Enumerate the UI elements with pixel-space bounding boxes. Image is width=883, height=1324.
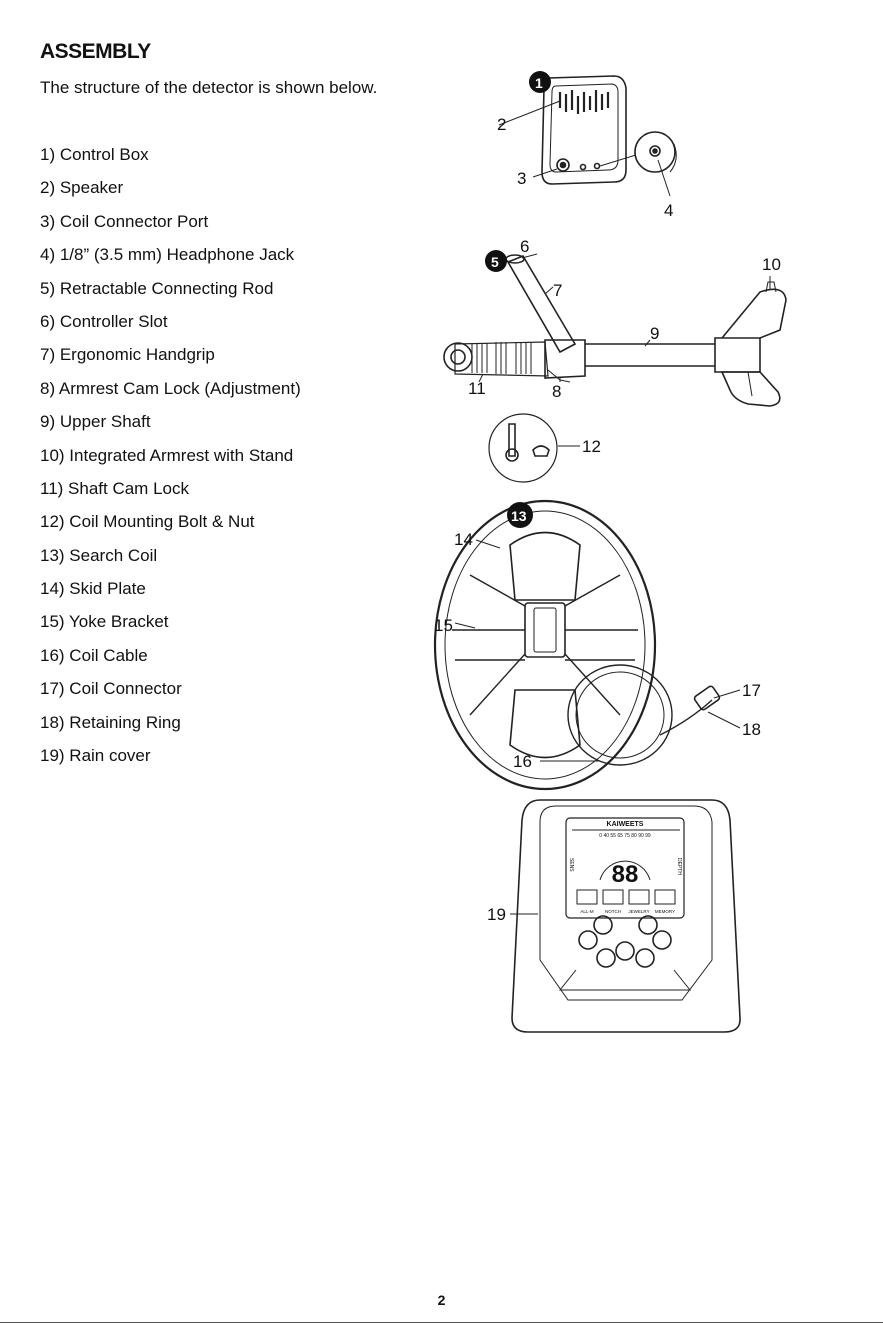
list-item: 12) Coil Mounting Bolt & Nut xyxy=(40,512,255,532)
list-item: 18) Retaining Ring xyxy=(40,712,181,732)
callout-17: 17 xyxy=(742,681,761,700)
list-item: 5) Retractable Connecting Rod xyxy=(40,278,274,298)
list-item: 4) 1/8” (3.5 mm) Headphone Jack xyxy=(40,245,295,265)
mode-label: MEMORY xyxy=(655,909,675,914)
bolt-nut-illustration xyxy=(488,413,580,483)
callout-11: 11 xyxy=(468,379,486,398)
depth-label: DEPTH xyxy=(676,858,682,875)
list-item: 2) Speaker xyxy=(40,178,124,198)
callout-12: 12 xyxy=(582,437,601,456)
list-item: 14) Skid Plate xyxy=(40,579,146,599)
callout-15: 15 xyxy=(434,616,453,635)
list-item: 11) Shaft Cam Lock xyxy=(40,478,189,498)
callout-9: 9 xyxy=(650,324,659,343)
callout-7: 7 xyxy=(553,281,562,300)
callout-1: 1 xyxy=(535,75,543,91)
mode-label: JEWELRY xyxy=(628,909,649,914)
list-item: 9) Upper Shaft xyxy=(40,412,151,432)
footer-divider xyxy=(0,1322,883,1323)
control-box-illustration xyxy=(498,71,677,197)
brand-logo: KAIWEETS xyxy=(607,821,644,828)
callout-6: 6 xyxy=(520,237,529,256)
callout-18: 18 xyxy=(742,720,761,739)
list-item: 7) Ergonomic Handgrip xyxy=(40,345,215,365)
list-item: 13) Search Coil xyxy=(40,545,158,565)
page-number: 2 xyxy=(437,1292,446,1308)
callout-19: 19 xyxy=(487,905,506,924)
page-title: ASSEMBLY xyxy=(40,40,151,63)
lcd-digits: 88 xyxy=(612,861,639,888)
list-item: 3) Coil Connector Port xyxy=(40,211,209,231)
list-item: 6) Controller Slot xyxy=(40,311,168,331)
list-item: 17) Coil Connector xyxy=(40,679,182,699)
callout-2: 2 xyxy=(497,115,506,134)
callout-4: 4 xyxy=(664,201,673,220)
callout-16: 16 xyxy=(513,752,532,771)
list-item: 19) Rain cover xyxy=(40,746,151,766)
callout-3: 3 xyxy=(517,169,526,188)
mode-label: ALL-M xyxy=(580,909,594,914)
depth-scale: 0 40 55 65 75 80 90 99 xyxy=(599,833,651,839)
shaft-illustration xyxy=(443,250,787,407)
callout-13: 13 xyxy=(511,508,527,524)
mode-label: NOTCH xyxy=(605,909,621,914)
intro-text: The structure of the detector is shown b… xyxy=(40,78,378,97)
list-item: 1) Control Box xyxy=(40,145,149,164)
callout-5: 5 xyxy=(491,254,499,270)
callout-8: 8 xyxy=(552,382,561,401)
list-item: 16) Coil Cable xyxy=(40,645,148,665)
rain-cover-illustration xyxy=(510,799,741,1033)
list-item: 15) Yoke Bracket xyxy=(40,612,169,632)
callout-10: 10 xyxy=(762,255,781,274)
callout-14: 14 xyxy=(454,530,473,549)
list-item: 8) Armrest Cam Lock (Adjustment) xyxy=(40,378,301,398)
parts-list: 1) Control Box 2) Speaker 3) Coil Connec… xyxy=(40,144,301,778)
list-item: 10) Integrated Armrest with Stand xyxy=(40,445,294,465)
search-coil-illustration xyxy=(433,499,741,791)
sens-label: SENS xyxy=(568,858,574,872)
